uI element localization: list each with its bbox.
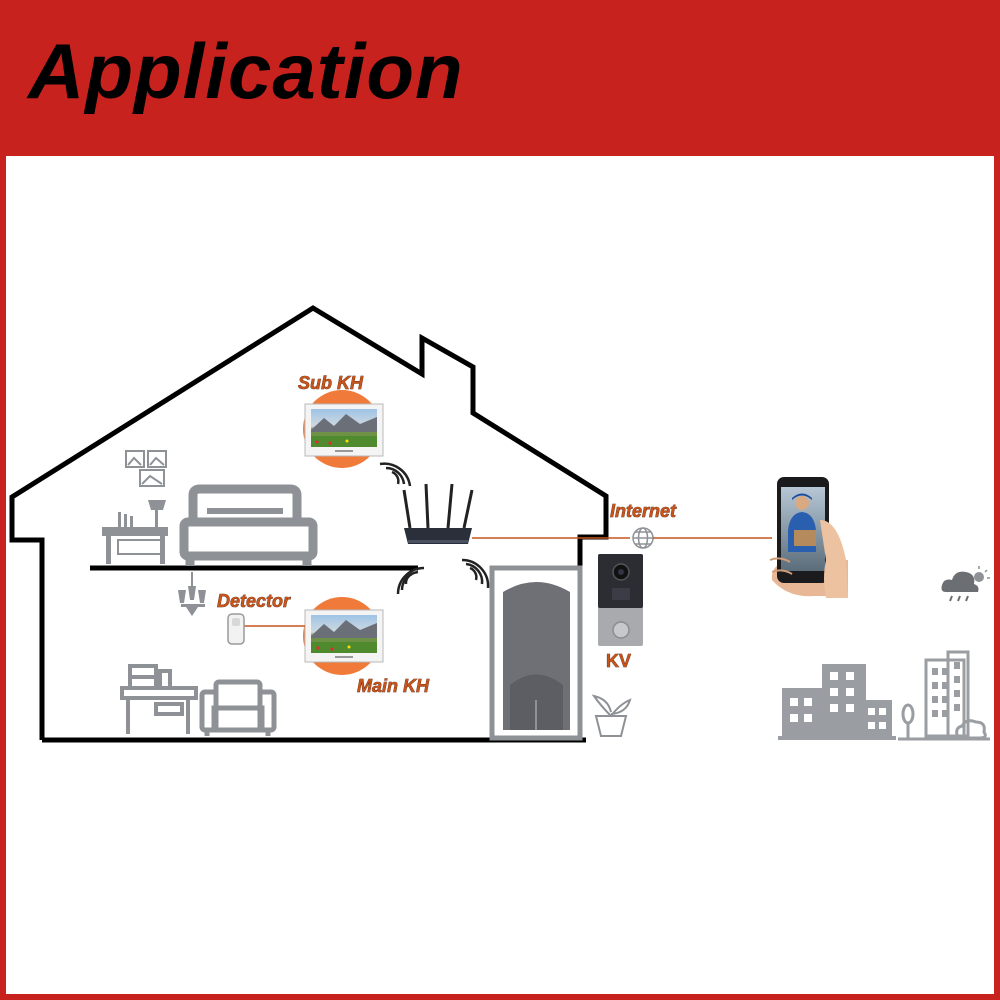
detector-icon — [227, 613, 245, 645]
indoor-monitor-sub-kh — [303, 390, 384, 468]
wifi-signal-icon — [461, 558, 490, 589]
sofa-icon — [199, 679, 277, 736]
main-kh-label: Main KH — [357, 676, 430, 696]
plant-icon — [591, 694, 632, 737]
kv-label: KV — [606, 651, 631, 671]
header-bar: Application — [0, 0, 1000, 156]
sub-kh-label: Sub KH — [298, 373, 364, 393]
internet-label: Internet — [610, 501, 677, 521]
bed-icon — [179, 484, 318, 566]
router-icon — [402, 483, 474, 544]
door-icon — [489, 565, 583, 741]
desk-lamp-icon — [102, 500, 168, 564]
page-title: Application — [28, 27, 464, 115]
wifi-signal-icon — [379, 462, 412, 487]
picture-frames-icon — [125, 450, 167, 487]
wifi-signal-icon — [396, 566, 425, 595]
weather-icon — [941, 566, 990, 602]
detector-label: Detector — [217, 591, 291, 611]
desk-icon — [120, 664, 198, 734]
indoor-monitor-main-kh — [303, 597, 384, 675]
chandelier-icon — [178, 572, 206, 616]
globe-icon — [632, 527, 654, 549]
door-station-icon — [598, 554, 643, 646]
city-buildings-icon — [778, 664, 896, 740]
smartphone-icon — [769, 477, 848, 598]
city-buildings-icon — [898, 650, 990, 741]
